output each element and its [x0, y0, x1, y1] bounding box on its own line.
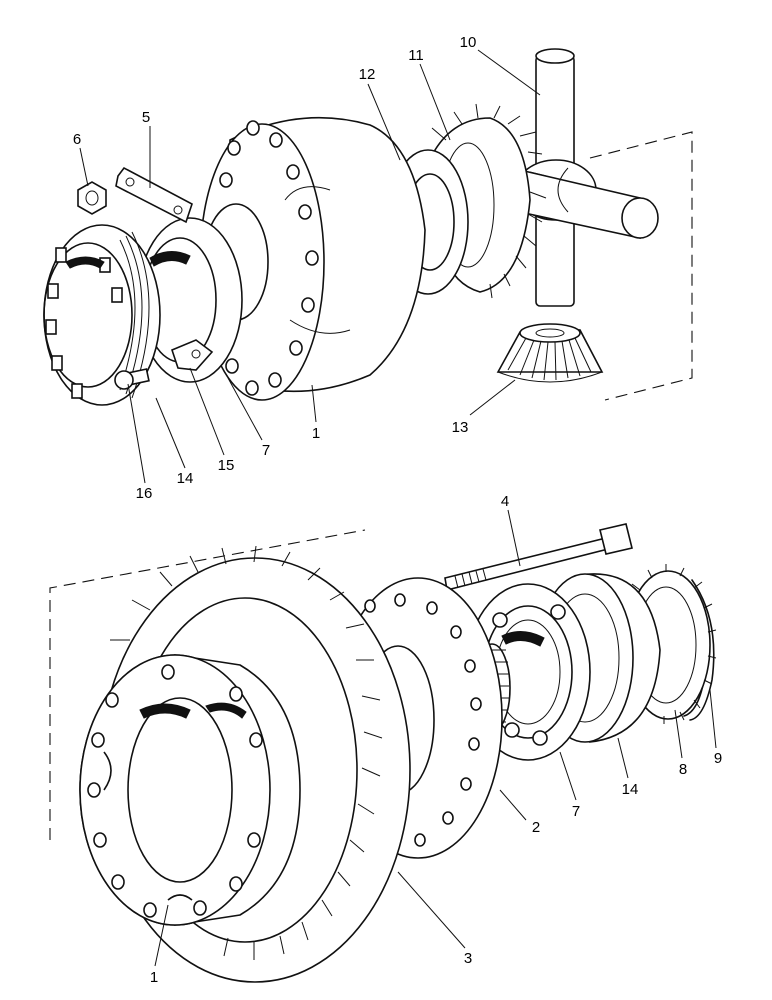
part-14-adjusting-nut-upper — [43, 224, 161, 406]
callout-7-lower: 7 — [572, 803, 580, 820]
callout-5: 5 — [142, 109, 150, 126]
part-6-nut — [77, 181, 107, 215]
part-7-bearing-upper — [137, 217, 243, 383]
dashed-boundary-upper — [589, 131, 693, 401]
callout-3: 3 — [464, 950, 472, 967]
leader-lines — [79, 49, 717, 967]
callout-15: 15 — [218, 457, 235, 474]
callout-labels: 10 11 12 5 6 13 1 7 15 14 16 4 2 7 14 8 … — [73, 34, 722, 986]
callout-14-upper: 14 — [177, 470, 194, 487]
callout-4: 4 — [501, 493, 509, 510]
part-10-spider-cross — [515, 48, 659, 307]
part-5-lock-plate — [115, 166, 193, 224]
part-1-differential-case-lower — [79, 654, 301, 926]
callout-7-upper: 7 — [262, 442, 270, 459]
callout-12: 12 — [359, 66, 376, 83]
callout-6: 6 — [73, 131, 81, 148]
callout-1-lower: 1 — [150, 969, 158, 986]
callout-9: 9 — [714, 750, 722, 767]
callout-13: 13 — [452, 419, 469, 436]
callout-2: 2 — [532, 819, 540, 836]
part-13-bevel-gear — [496, 323, 604, 383]
callout-10: 10 — [460, 34, 477, 51]
callout-11: 11 — [408, 47, 424, 64]
dashed-boundary-lower — [49, 529, 366, 840]
callout-8: 8 — [679, 761, 687, 778]
callout-14-lower: 14 — [622, 781, 639, 798]
callout-1-upper: 1 — [312, 425, 320, 442]
part-15-lock-tab — [171, 339, 214, 371]
callout-16: 16 — [136, 485, 153, 502]
